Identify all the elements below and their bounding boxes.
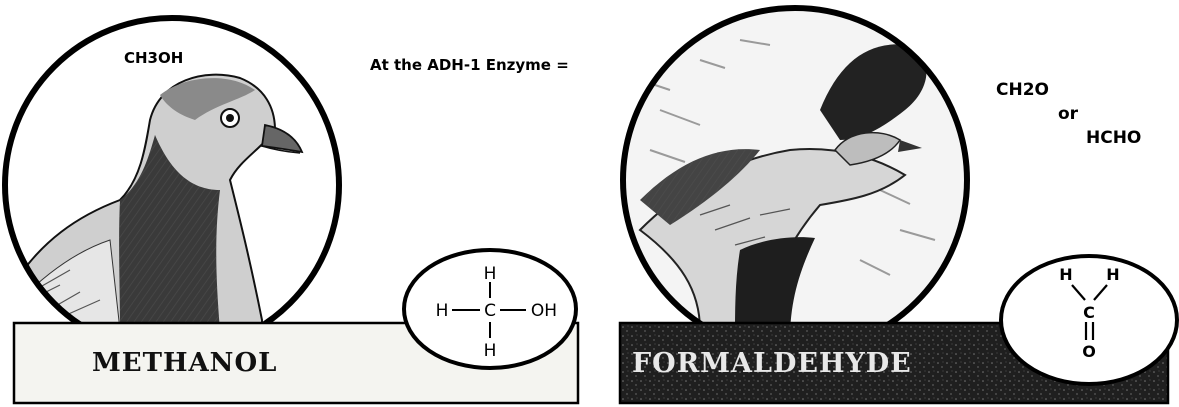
formaldehyde-formula-or: or [1058, 104, 1079, 124]
formaldehyde-label: FORMALDEHYDE [632, 347, 912, 379]
methanol-structure: H H C OH H [402, 248, 578, 370]
formaldehyde-atom-bottom: O [1082, 342, 1096, 361]
methanol-atom-bottom: H [484, 341, 497, 361]
methanol-atom-left: H [436, 301, 449, 321]
gull-illustration [620, 5, 970, 355]
methanol-label: METHANOL [92, 348, 278, 378]
formaldehyde-atom-right: H [1106, 265, 1119, 284]
methanol-atom-center: C [484, 301, 496, 321]
methanol-atom-right: OH [531, 301, 557, 321]
methanol-formula: CH3OH [124, 49, 184, 67]
reaction-text: At the ADH-1 Enzyme = [370, 56, 569, 74]
methanol-atom-top: H [484, 264, 497, 284]
formaldehyde-atom-center: C [1083, 303, 1095, 322]
formaldehyde-formula-1: CH2O [996, 80, 1049, 100]
formaldehyde-structure: H H C O [999, 254, 1179, 386]
formaldehyde-atom-left: H [1059, 265, 1072, 284]
formaldehyde-formula-2: HCHO [1086, 128, 1142, 148]
